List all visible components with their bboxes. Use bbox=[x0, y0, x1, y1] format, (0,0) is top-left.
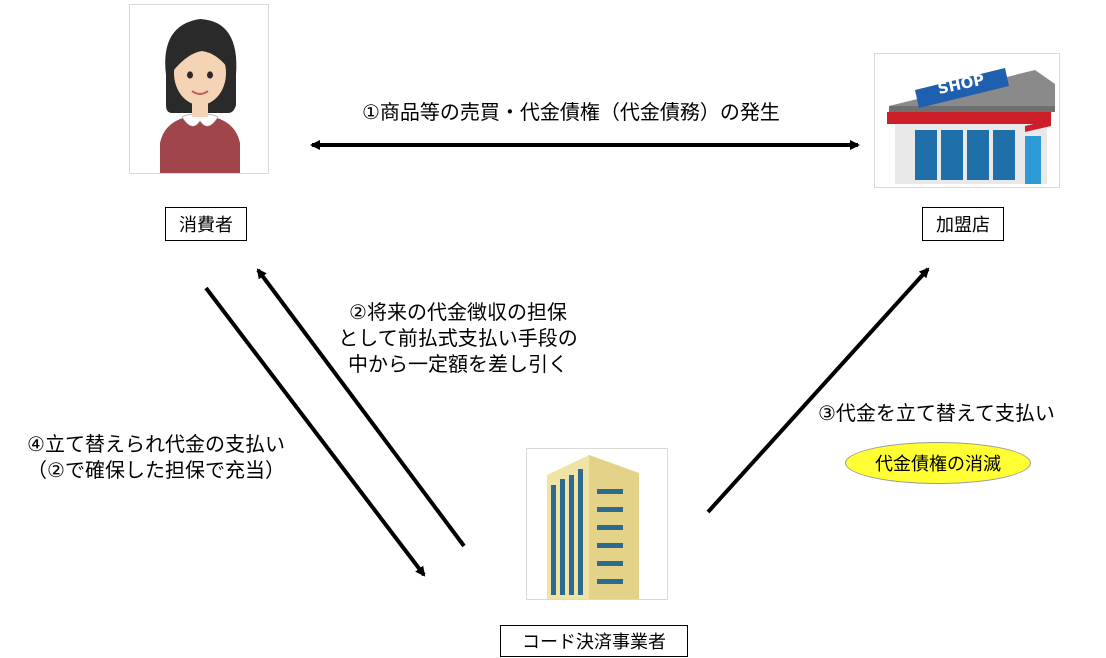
step2-line-3: 中から一定額を差し引く bbox=[348, 352, 568, 376]
step2-line-2: として前払式支払い手段の bbox=[338, 326, 578, 350]
office-building-icon bbox=[547, 455, 639, 599]
step4-line-1: ④立て替えられ代金の支払い bbox=[27, 432, 285, 456]
woman-icon bbox=[160, 19, 240, 173]
step3-caption: ③代金を立て替えて支払い bbox=[818, 401, 1055, 425]
step1-caption: ①商品等の売買・代金債権（代金債務）の発生 bbox=[362, 100, 780, 124]
shop-icon: SHOP bbox=[887, 68, 1055, 184]
consumer-image bbox=[129, 4, 269, 174]
provider-image bbox=[526, 448, 668, 600]
provider-label: コード決済事業者 bbox=[500, 625, 688, 657]
step4-caption: ④立て替えられ代金の支払い （②で確保した担保で充当） bbox=[8, 431, 304, 483]
arrow-step2 bbox=[256, 268, 466, 548]
step4-line-2: （②で確保した担保で充当） bbox=[27, 458, 285, 482]
claim-extinguished-callout: 代金債権の消滅 bbox=[845, 442, 1031, 484]
merchant-label: 加盟店 bbox=[922, 207, 1004, 241]
arrow-step3 bbox=[706, 267, 930, 514]
step2-line-1: ②将来の代金徴収の担保 bbox=[349, 300, 567, 324]
step2-caption: ②将来の代金徴収の担保 として前払式支払い手段の 中から一定額を差し引く bbox=[308, 299, 608, 377]
consumer-label: 消費者 bbox=[165, 207, 247, 241]
merchant-image: SHOP bbox=[874, 53, 1060, 188]
arrow-step4 bbox=[204, 286, 426, 577]
